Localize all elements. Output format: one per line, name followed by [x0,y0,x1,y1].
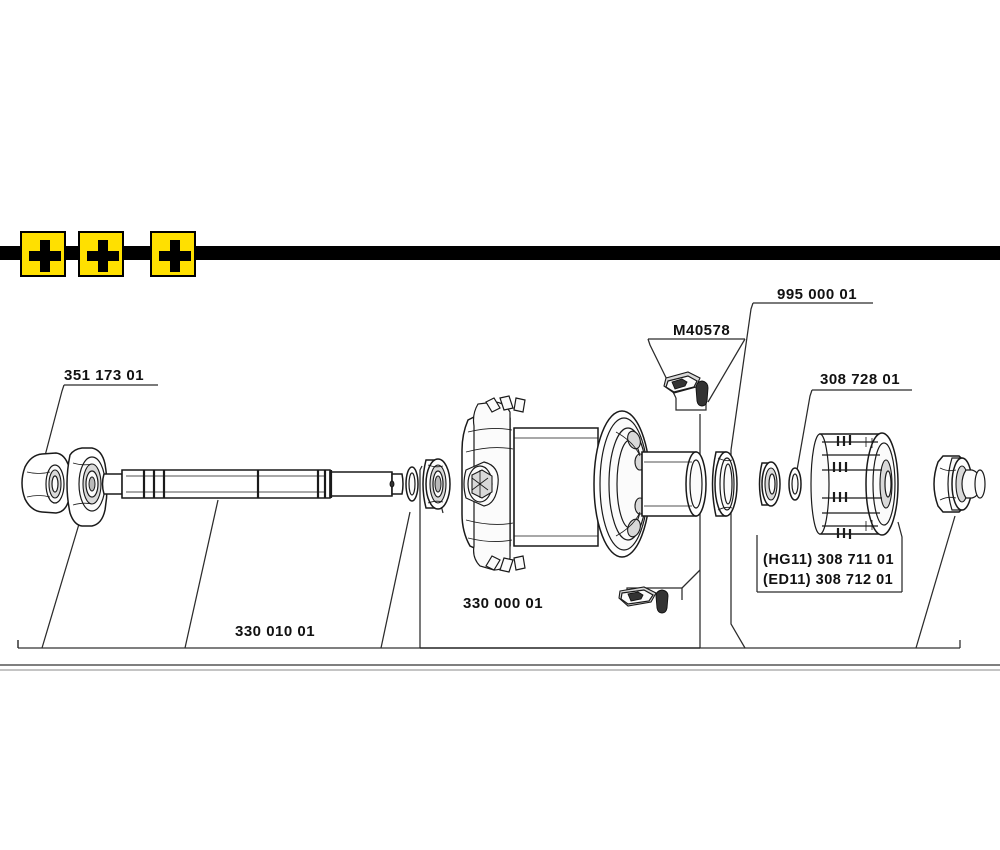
part-seal-ring [711,451,738,517]
part-bearing-left [422,458,451,510]
plus-icon-cross [87,251,119,261]
marker-plus-3 [150,231,196,277]
label-axle: 330 010 01 [235,623,316,640]
label-hub-shell: 330 000 01 [463,595,544,612]
part-hub-shell [461,395,707,573]
leader-bearing-left-tick [436,488,444,514]
leader-endcap [40,384,65,472]
leader-pawlkit-upper [647,338,677,399]
plus-icon-cross [159,251,191,261]
leader-endnut [915,515,956,649]
label-pawl-kit: M40578 [673,322,731,339]
label-freehub-hg: (HG11) 308 711 01 [763,552,895,568]
part-axle [101,469,404,499]
part-spacer [405,466,419,502]
leader-seal-down [730,450,746,649]
leader-pawlkit-lower [707,338,746,403]
leader-spacer [380,511,411,649]
leader-pawlkit-lower-link [681,569,701,589]
marker-plus-1 [20,231,66,277]
leader-bearing [796,389,813,471]
part-end-cap-left [21,452,72,514]
label-seal-ring: 995 000 01 [777,286,858,303]
part-locknut-left [66,447,108,527]
part-pawl-kit-lower [618,586,669,614]
leader-locknut [41,523,80,649]
marker-bar-line [0,246,1000,260]
marker-plus-2 [78,231,124,277]
label-end-cap-left: 351 173 01 [64,367,145,384]
part-bearing-right [758,461,802,507]
leader-pawlkit-bracket-lower [626,587,683,600]
leader-pawlkit-bracket [675,398,707,411]
part-pawl-kit-upper [663,371,709,407]
leader-hubshell-left [419,465,423,648]
part-end-nut-right [933,455,986,513]
part-freehub-body [810,432,899,539]
label-bearing-set: 308 728 01 [820,371,901,388]
plus-icon-cross [29,251,61,261]
label-freehub-ed: (ED11) 308 712 01 [763,572,894,588]
leader-seal [730,302,754,451]
leader-freehub-right [897,521,903,592]
leader-axle [184,499,219,649]
